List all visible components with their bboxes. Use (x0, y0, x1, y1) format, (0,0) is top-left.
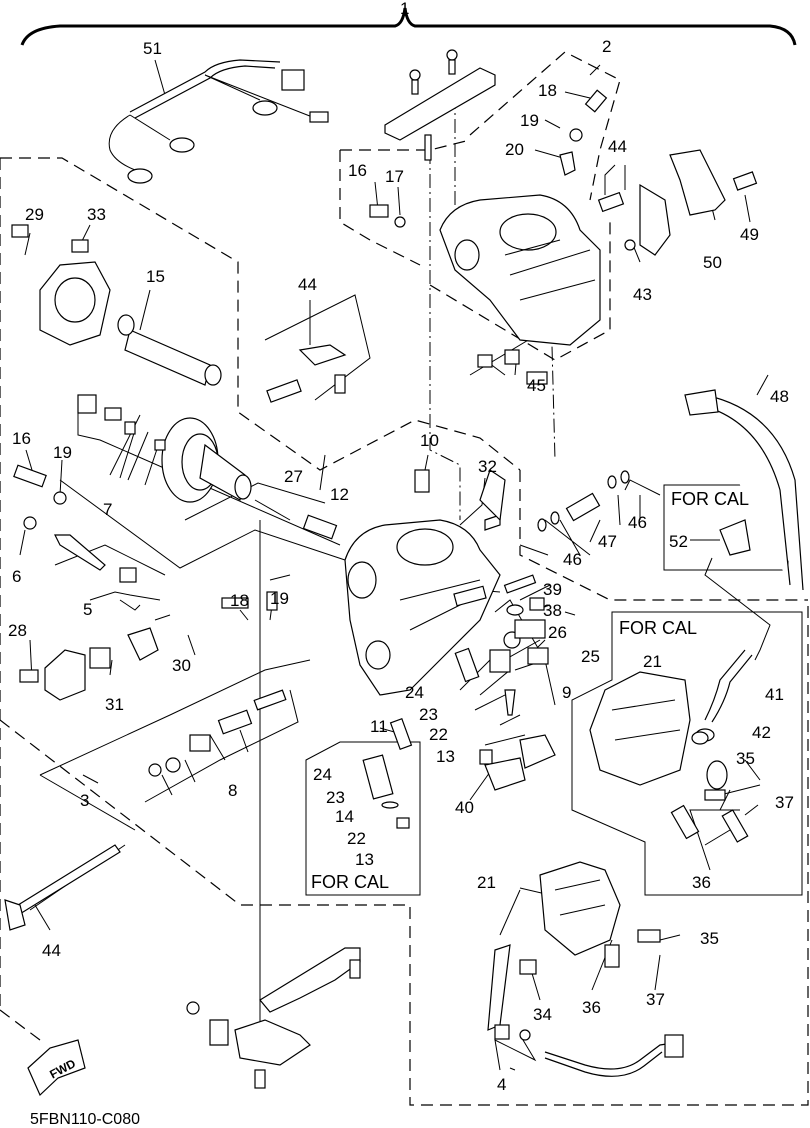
callout-30: 30 (172, 656, 191, 675)
callout-21-lower: 21 (477, 873, 496, 892)
callout-41: 41 (765, 685, 784, 704)
wire-harness-51 (108, 59, 329, 184)
callout-19-top: 19 (520, 111, 539, 130)
hose-48 (684, 389, 804, 591)
for-cal-label-3: FOR CAL (311, 872, 389, 892)
callout-50: 50 (703, 253, 722, 272)
callout-34: 34 (533, 1005, 552, 1024)
callout-17: 17 (385, 167, 404, 186)
callout-9: 9 (562, 683, 571, 702)
callout-46-left: 46 (563, 550, 582, 569)
callout-28: 28 (8, 621, 27, 640)
callout-37-upper: 37 (775, 793, 794, 812)
for-cal-label-1: FOR CAL (671, 489, 749, 509)
callout-16-left: 16 (12, 429, 31, 448)
callout-14: 14 (335, 807, 354, 826)
callout-44-mid: 44 (298, 275, 317, 294)
diagram-code: 5FBN110-C080 (30, 1111, 140, 1128)
cover-15-assembly (39, 261, 222, 386)
vacuum-chamber-21-upper (589, 649, 753, 790)
callout-31: 31 (105, 695, 124, 714)
callout-7: 7 (103, 500, 112, 519)
callout-3: 3 (80, 791, 89, 810)
vacuum-chamber-21-lower (487, 861, 621, 1031)
callout-26: 26 (548, 623, 567, 642)
callout-36-upper: 36 (692, 873, 711, 892)
callout-11: 11 (370, 717, 388, 736)
callout-19-left: 19 (53, 443, 72, 462)
for-cal-box-injector (305, 741, 421, 896)
callout-46-right: 46 (628, 513, 647, 532)
callout-40: 40 (455, 798, 474, 817)
callout-23-mid: 23 (419, 705, 438, 724)
callout-1: 1 (400, 0, 409, 18)
callout-36-lower: 36 (582, 998, 601, 1017)
callout-labels: 51 2 18 19 20 44 16 17 49 50 43 29 33 15… (8, 37, 794, 1094)
bracket-lower-center (186, 947, 361, 1089)
fwd-arrow (27, 1039, 86, 1097)
callout-24-mid: 24 (405, 683, 424, 702)
callout-48: 48 (770, 387, 789, 406)
callout-10: 10 (420, 431, 439, 450)
small-parts (11, 89, 758, 1041)
callout-2: 2 (602, 37, 611, 56)
mounting-bracket-top (384, 49, 496, 141)
callout-33: 33 (87, 205, 106, 224)
callout-45: 45 (527, 376, 546, 395)
callout-25: 25 (581, 647, 600, 666)
callout-5: 5 (83, 600, 92, 619)
callout-12: 12 (330, 485, 349, 504)
callout-22-box: 22 (347, 829, 366, 848)
callout-8: 8 (228, 781, 237, 800)
callout-16-top: 16 (348, 161, 367, 180)
callout-49: 49 (740, 225, 759, 244)
callout-24-box: 24 (313, 765, 332, 784)
callout-32: 32 (478, 457, 497, 476)
callout-29: 29 (25, 205, 44, 224)
group-boundaries (0, 51, 809, 1106)
assembly-brace (20, 7, 797, 46)
callout-22-mid: 22 (429, 725, 448, 744)
throttle-body-upper (439, 194, 601, 346)
fuel-pipe-4 (544, 1034, 684, 1077)
callout-21-upper: 21 (643, 652, 662, 671)
throttle-body-lower (344, 519, 501, 696)
callout-15: 15 (146, 267, 165, 286)
callout-52: 52 (669, 532, 688, 551)
callout-23-box: 23 (326, 788, 345, 807)
callout-43: 43 (633, 285, 652, 304)
callout-42: 42 (752, 723, 771, 742)
callout-35-upper: 35 (736, 749, 755, 768)
callout-18-mid: 18 (230, 591, 249, 610)
callout-13-mid: 13 (436, 747, 455, 766)
callout-18-top: 18 (538, 81, 557, 100)
callout-44-top: 44 (608, 137, 627, 156)
callout-37-lower: 37 (646, 990, 665, 1009)
callout-27: 27 (284, 467, 303, 486)
callout-19-mid: 19 (270, 589, 289, 608)
shaft-44-lower (4, 844, 121, 931)
callout-20: 20 (505, 140, 524, 159)
for-cal-label-2: FOR CAL (619, 618, 697, 638)
diaphragm-27 (161, 417, 291, 521)
callout-38: 38 (543, 601, 562, 620)
for-cal-box-21 (571, 611, 803, 896)
callout-51: 51 (143, 39, 162, 58)
callout-4: 4 (497, 1075, 506, 1094)
callout-6: 6 (12, 567, 21, 586)
callout-35-lower: 35 (700, 929, 719, 948)
callout-47: 47 (598, 532, 617, 551)
callout-13-box: 13 (355, 850, 374, 869)
callout-39: 39 (543, 580, 562, 599)
callout-44-lower: 44 (42, 941, 61, 960)
